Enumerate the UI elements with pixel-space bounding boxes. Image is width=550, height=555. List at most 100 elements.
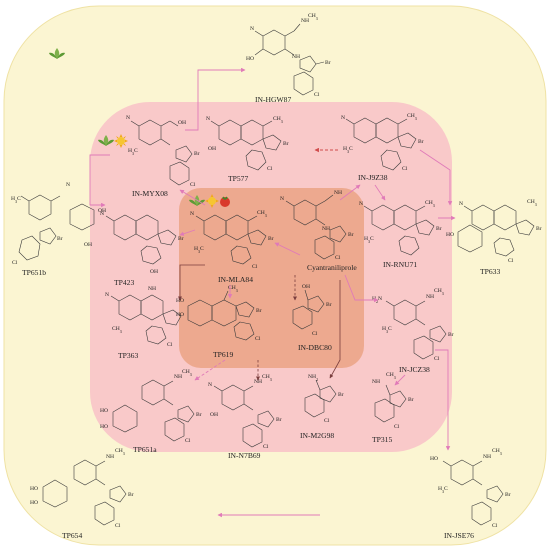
atom-label: CH3 [308,13,318,21]
atom-label: Cl [335,255,341,261]
atom-label: Br [194,151,200,157]
structure-n7b69 [213,384,275,448]
atom-label: Cl [167,342,173,348]
atom-label: N [250,26,254,32]
atom-label: Cl [394,424,400,430]
atom-label: NH [426,294,434,300]
atom-label: HO [176,312,184,318]
atom-label: H3C [128,148,138,156]
atom-label: Br [418,139,424,145]
atom-label: OH [98,208,106,214]
atom-label: N [126,115,130,121]
inner-zone [179,188,364,368]
atom-label: OH [302,284,310,290]
atom-label: Cl [252,264,258,270]
atom-label: Cl [434,356,440,362]
atom-label: Cl [263,444,269,450]
atom-label: Cl [267,166,273,172]
label-dbc80: IN-DBC80 [298,343,332,352]
structure-tp363 [110,294,182,345]
structure-dbc80 [292,289,325,330]
structure-j9z38 [345,117,417,171]
arrow-mla84-to-myx08 [179,189,206,206]
atom-label: OH [178,120,186,126]
atom-label: N [66,182,70,188]
atom-label: N [206,116,210,122]
structure-myx08 [130,119,193,186]
atom-label: CH3 [386,372,396,380]
atom-label: N [280,196,284,202]
atom-label: CH3 [257,210,267,218]
atom-label: H3C [194,246,204,254]
atom-label: HO [100,408,108,414]
structure-tp651a [112,379,195,442]
structure-tp654 [42,459,127,526]
atom-label: Br [283,141,289,147]
atom-label: N [359,201,363,207]
atom-label: Br [128,492,134,498]
atom-label: H3C [343,146,353,154]
atom-label: CH3 [262,374,272,382]
label-tp315: TP315 [372,435,392,444]
atom-label: H3C [438,486,448,494]
label-cyantraniliprole: Cyantraniliprole [307,263,357,272]
atom-label: Cl [185,438,191,444]
atom-label: Br [338,392,344,398]
atom-label: NH [148,286,156,292]
label-jse76: IN-JSE76 [444,531,474,540]
structure-tp315 [374,384,407,423]
label-m2g98: IN-M2G98 [300,431,334,440]
label-tp423: TP423 [114,278,134,287]
label-rnu71: IN-RNU71 [383,260,417,269]
label-tp651a: TP651a [133,445,157,454]
atom-label: HO [30,500,38,506]
atom-label: Br [408,397,414,403]
atom-label: OH [210,412,218,418]
atom-label: Cl [12,260,18,266]
arrow-myx08-to-tp651b [89,154,110,208]
label-n7b69: IN-N7B69 [228,451,261,460]
atom-label: NH [483,454,491,460]
atom-label: Br [268,236,274,242]
arrow-cyan-to-jcz38 [344,274,379,303]
atom-label: CH3 [527,199,537,207]
label-mla84: IN-MLA84 [218,275,253,284]
atom-label: NH [322,226,330,232]
atom-label: Cl [402,166,408,172]
atom-label: CH3 [182,369,192,377]
label-jcz38: IN-JCZ38 [399,365,430,374]
structure-jcz38 [385,299,447,360]
atom-label: N [190,211,194,217]
atom-label: HO [30,486,38,492]
label-tp577: TP577 [228,174,248,183]
structure-hgw87 [254,23,325,96]
atom-label: Cl [324,418,330,424]
arrow-myx08-to-hgw87 [185,67,246,131]
atom-label: CH3 [434,288,444,296]
atom-label: HO [446,232,454,238]
plant-icon [49,48,65,59]
atom-label: Br [196,412,202,418]
atom-label: N [341,115,345,121]
sun-icon [114,134,128,148]
atom-label: NH2 [308,374,318,382]
label-tp654: TP654 [62,531,82,540]
structure-tp633 [457,204,535,257]
label-myx08: IN-MYX08 [132,189,168,198]
atom-label: Br [326,302,332,308]
atom-label: Br [536,226,542,232]
atom-label: Cl [508,258,514,264]
atom-label: Br [276,417,282,423]
arrow-cyan-to-m2g98 [329,280,341,379]
atom-label: CH3 [407,113,417,121]
arrow-cyan-to-mla84 [274,242,301,256]
structure-tp619 [187,290,255,341]
arrow-cyan-to-j9z38 [339,184,361,201]
atom-label: NH [106,454,114,460]
atom-label: CH3 [112,326,122,334]
atom-label: OH [150,269,158,275]
atom-label: Br [256,308,262,314]
atom-label: N [459,201,463,207]
atom-label: NH [254,379,262,385]
